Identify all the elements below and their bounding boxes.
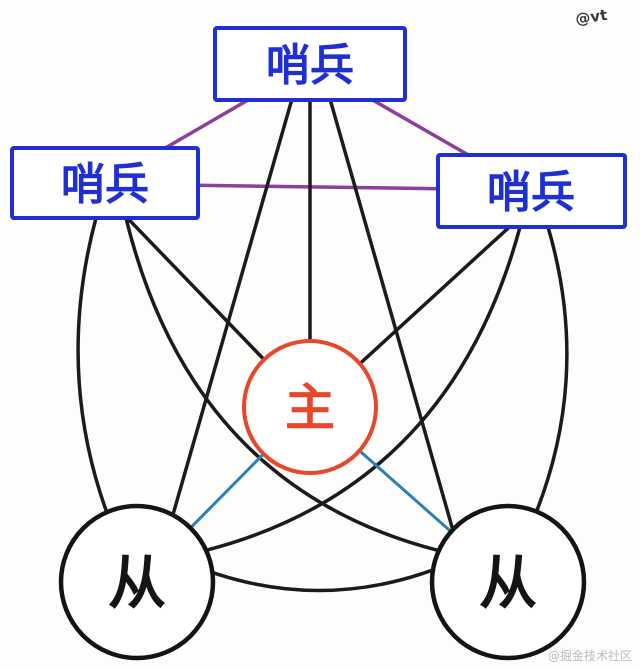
sentinel-left-label: 哨兵 [61,159,149,210]
master-label: 主 [285,379,335,437]
edge-sentinel-top-slave-left [158,62,304,562]
slave-left-circle [58,503,216,661]
sentinel-top-label: 哨兵 [266,40,354,91]
edge-sentinel-right-slave-left [170,225,522,560]
sentinel-left-box [10,146,200,220]
community-watermark: @掘金技术社区 [548,648,632,663]
sentinel-node-group [10,26,627,229]
edge-slave-left-slave-right [178,556,464,593]
slave-right-circle [429,503,587,661]
author-watermark: @vt [574,6,608,28]
slave-left-label: 从 [108,549,166,617]
edge-sentinel-left-slave-left [76,216,124,552]
sentinel-top-box [213,26,407,102]
edge-sentinel-left-slave-right [124,216,474,560]
edge-sentinel-top-slave-right [318,62,462,557]
sentinel-right-label: 哨兵 [487,167,575,218]
master-circle [242,339,378,475]
slave-right-label: 从 [479,549,537,617]
edge-sentinel-right-slave-right [520,225,569,547]
sentinel-right-box [436,153,627,229]
